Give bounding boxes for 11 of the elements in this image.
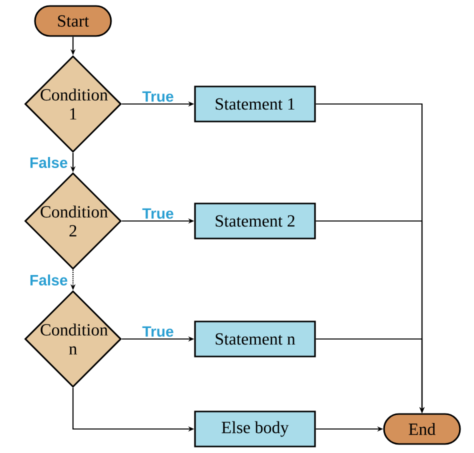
- edge-label: False: [30, 274, 68, 286]
- process-box: Statement n: [194, 320, 316, 358]
- edge-label: True: [142, 326, 174, 337]
- process-box: Statement 1: [194, 86, 316, 122]
- terminal-box: End: [383, 413, 461, 445]
- edge-label: False: [30, 157, 68, 168]
- process-box: Else body: [194, 410, 316, 448]
- edge-label: True: [142, 91, 174, 102]
- edge-label: True: [142, 208, 174, 219]
- terminal-box: Start: [34, 5, 112, 37]
- process-box: Statement 2: [194, 202, 316, 240]
